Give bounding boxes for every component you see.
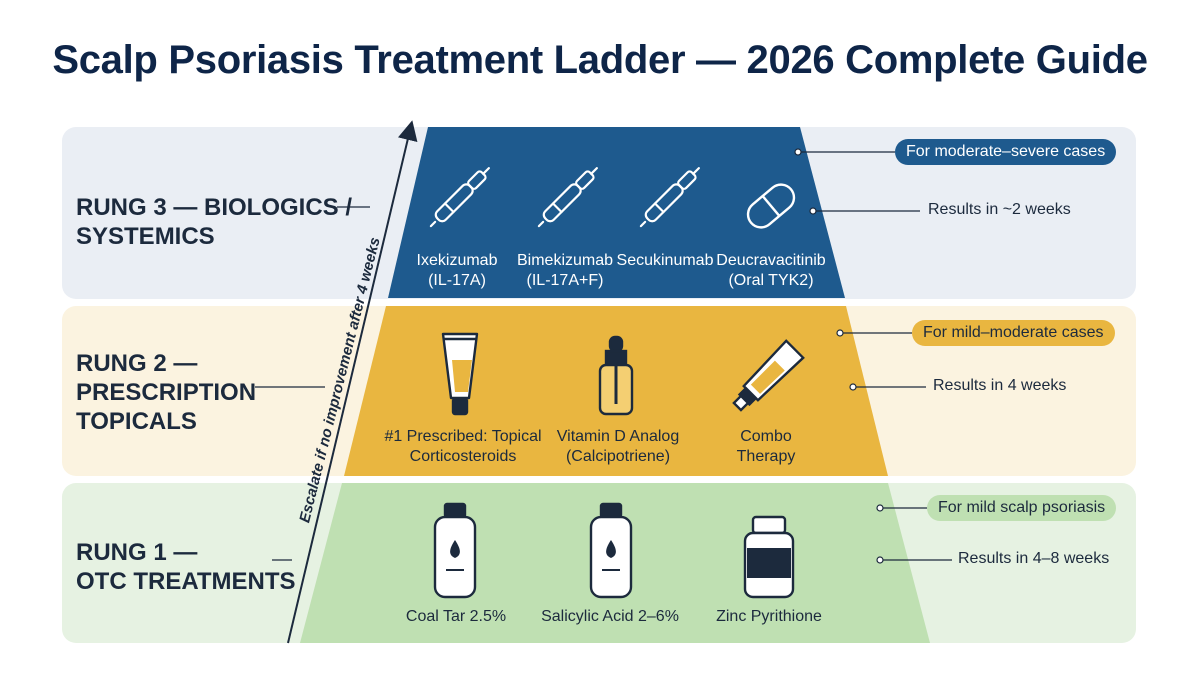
rung-3-audience-dot [794, 148, 802, 156]
rung-3-label: RUNG 3 — BIOLOGICS / SYSTEMICS [76, 194, 353, 250]
rung-2-results-dot [849, 383, 857, 391]
treatment-label: #1 Prescribed: Topical Corticosteroids [384, 428, 542, 465]
rung-1-results-dot [876, 556, 884, 564]
injection-pen-icon [429, 167, 490, 228]
treatment-label: Salicylic Acid 2–6% [541, 608, 679, 625]
treatment-label: Bimekizumab (IL-17A+F) [516, 252, 614, 289]
rung-1-audience-dot [876, 504, 884, 512]
shampoo-bottle-icon [433, 502, 477, 599]
dropper-bottle-icon [598, 335, 634, 416]
rung-2-audience-badge: For mild–moderate cases [912, 320, 1115, 346]
rung-3-results-dot [809, 207, 817, 215]
ointment-tube-icon [732, 339, 805, 412]
injection-pen-icon [639, 167, 700, 228]
rung-2-results: Results in 4 weeks [933, 377, 1067, 394]
rung-2-audience-dot [836, 329, 844, 337]
escalation-arrow [287, 120, 418, 644]
rung-3-audience-badge: For moderate–severe cases [895, 139, 1117, 165]
cream-tube-icon [441, 332, 479, 416]
page-title: Scalp Psoriasis Treatment Ladder — 2026 … [52, 38, 1148, 82]
treatment-label: Vitamin D Analog (Calcipotriene) [556, 428, 680, 465]
treatment-label: Zinc Pyrithione [716, 608, 822, 625]
rung-3-band [388, 127, 845, 298]
jar-icon [743, 515, 795, 599]
shampoo-bottle-icon [589, 502, 633, 599]
rung-1-results: Results in 4–8 weeks [958, 550, 1110, 567]
injection-pen-icon [537, 167, 598, 228]
treatment-label: Deucravacitinib (Oral TYK2) [716, 252, 826, 289]
treatment-label: Combo Therapy [736, 428, 796, 465]
rung-2-label: RUNG 2 — PRESCRIPTION TOPICALS [76, 350, 257, 435]
rung-3-results: Results in ~2 weeks [928, 201, 1071, 218]
treatment-label: Ixekizumab (IL-17A) [416, 252, 498, 289]
rung-1-audience-badge: For mild scalp psoriasis [927, 495, 1117, 521]
rung-1-label: RUNG 1 — OTC TREATMENTS [76, 539, 296, 595]
treatment-label: Secukinumab [616, 252, 714, 269]
treatment-label: Coal Tar 2.5% [405, 608, 507, 625]
capsule-icon [746, 183, 796, 229]
